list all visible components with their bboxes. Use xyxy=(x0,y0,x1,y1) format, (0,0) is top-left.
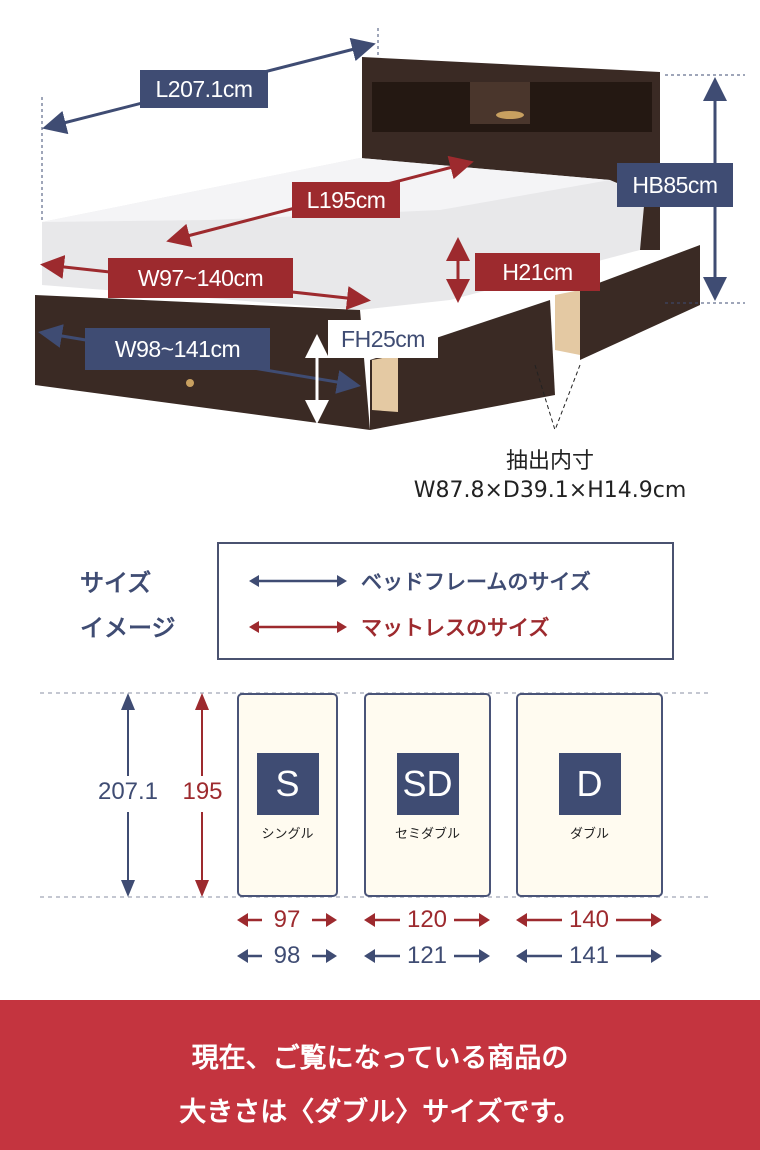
legend-mattress-label: マットレスのサイズ xyxy=(361,616,550,640)
size-name: セミダブル xyxy=(394,827,460,842)
legend-frame-label: ベッドフレームのサイズ xyxy=(361,570,591,594)
size-badge: S xyxy=(256,753,319,815)
legend-title-line1: サイズ xyxy=(80,569,152,597)
size-badge: SD xyxy=(396,753,459,815)
current-size-banner: 現在、ご覧になっている商品の 大きさは〈ダブル〉サイズです。 xyxy=(0,1000,760,1150)
frame-length-value: 207.1 xyxy=(97,778,159,805)
headboard-height-label: HB85cm xyxy=(617,163,733,207)
legend-mattress: マットレスのサイズ xyxy=(249,612,549,642)
frame-width-double: 141 xyxy=(568,942,610,969)
legend-title-line2: イメージ xyxy=(80,614,176,642)
mattress-width-label: W97~140cm xyxy=(108,258,293,298)
frame-width-semi-double: 121 xyxy=(406,942,448,969)
mattress-length-label: L195cm xyxy=(292,182,400,218)
size-badge: D xyxy=(558,753,621,815)
frame-width-single: 98 xyxy=(273,942,301,969)
frame-width-label: W98~141cm xyxy=(85,328,270,370)
size-card-semi-double: SD セミダブル xyxy=(364,693,491,897)
legend-frame: ベッドフレームのサイズ xyxy=(249,566,591,596)
legend-box: ベッドフレームのサイズ マットレスのサイズ xyxy=(217,542,674,660)
frame-height-label: FH25cm xyxy=(328,320,438,358)
drawer-title: 抽出内寸 xyxy=(505,449,594,474)
bed-length-label: L207.1cm xyxy=(140,70,268,108)
banner-line2: 大きさは〈ダブル〉サイズです。 xyxy=(179,1097,581,1128)
drawer-size: W87.8×D39.1×H14.9cm xyxy=(413,478,687,503)
mattress-width-single: 97 xyxy=(273,906,301,933)
banner-line1: 現在、ご覧になっている商品の xyxy=(191,1043,569,1074)
mattress-length-value: 195 xyxy=(182,778,223,805)
size-card-double: D ダブル xyxy=(516,693,663,897)
size-name: ダブル xyxy=(569,827,609,842)
size-name: シングル xyxy=(261,827,314,842)
size-card-single: S シングル xyxy=(237,693,338,897)
double-arrow-icon xyxy=(249,575,347,587)
double-arrow-icon xyxy=(249,621,347,633)
mattress-width-double: 140 xyxy=(568,906,610,933)
width-arrows xyxy=(237,913,662,963)
mattress-width-semi-double: 120 xyxy=(406,906,448,933)
mattress-height-label: H21cm xyxy=(475,253,600,291)
